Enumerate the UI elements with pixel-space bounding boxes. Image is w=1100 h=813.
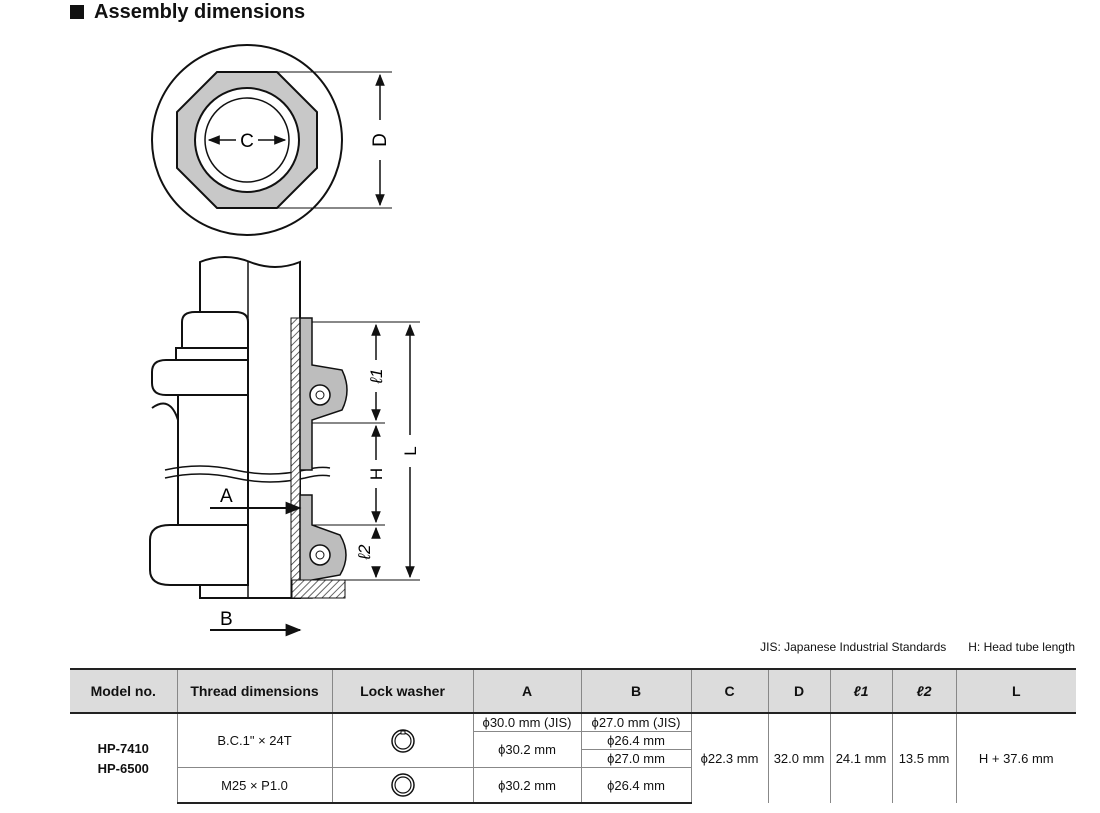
fork-crown — [291, 579, 346, 599]
footnotes: JIS: Japanese Industrial Standards H: He… — [760, 640, 1075, 654]
c-value: ϕ22.3 mm — [690, 712, 768, 803]
label-l: L — [401, 446, 420, 455]
washer-cell-1 — [331, 712, 473, 768]
label-l2: ℓ2 — [355, 544, 374, 560]
top-cup-curve — [151, 402, 179, 421]
b-metric: ϕ26.4 mm — [580, 767, 691, 804]
upper-ball-bearing — [309, 384, 331, 406]
header-model: Model no. — [70, 668, 177, 714]
a-std: ϕ30.2 mm — [472, 731, 581, 768]
footnote-jis: JIS: Japanese Industrial Standards — [760, 640, 947, 654]
header-l1: ℓ1 — [829, 668, 892, 714]
side-view — [149, 256, 348, 599]
d-value: 32.0 mm — [767, 712, 830, 803]
b-option-2: ϕ27.0 mm — [580, 749, 691, 768]
section-hatch — [290, 317, 301, 599]
top-cup — [151, 359, 249, 396]
header-l2: ℓ2 — [891, 668, 956, 714]
header-l: L — [955, 668, 1076, 714]
l-value: H + 37.6 mm — [955, 712, 1076, 803]
label-a: A — [220, 486, 233, 507]
a-jis: ϕ30.0 mm (JIS) — [472, 712, 581, 732]
bullet-square-icon — [70, 5, 84, 19]
l2-value: 13.5 mm — [891, 712, 956, 803]
table-row: M25 × P1.0 ϕ30.2 mm ϕ26.4 mm — [70, 767, 1076, 804]
bottom-cup — [149, 524, 249, 586]
break-line-upper — [164, 465, 331, 475]
b-option-1: ϕ26.4 mm — [580, 731, 691, 750]
header-lock-washer: Lock washer — [331, 668, 473, 714]
table-row: HP-7410 HP-6500 B.C.1" × 24T ϕ30.0 mm (J… — [70, 712, 1076, 803]
washer-cell-2 — [331, 767, 473, 804]
top-bore — [204, 97, 290, 183]
model-hp7410: HP-7410 — [97, 740, 149, 756]
footnote-h: H: Head tube length — [968, 640, 1075, 654]
side-dimensions: ℓ1 H ℓ2 L A B — [210, 321, 420, 637]
model-hp6500: HP-6500 — [97, 760, 149, 776]
table-header-row: Model no. Thread dimensions Lock washer … — [70, 668, 1076, 714]
table-row: ϕ27.0 mm — [70, 749, 1076, 768]
top-view: C D — [151, 44, 392, 236]
locknut — [181, 311, 249, 349]
label-d: D — [370, 133, 391, 147]
section-title-text: Assembly dimensions — [94, 0, 306, 23]
table-row: ϕ30.2 mm ϕ26.4 mm — [70, 731, 1076, 768]
head-tube — [177, 394, 249, 526]
label-b: B — [220, 609, 233, 630]
tabbed-lock-washer-icon — [390, 728, 415, 753]
model-cell: HP-7410 HP-6500 — [70, 712, 177, 803]
plain-lock-washer-icon — [390, 773, 415, 797]
header-thread: Thread dimensions — [176, 668, 332, 714]
break-line-lower — [164, 473, 331, 483]
lower-ball-bearing — [309, 544, 331, 566]
label-c: C — [240, 131, 254, 152]
section-title: Assembly dimensions — [70, 0, 305, 24]
header-d: D — [767, 668, 830, 714]
thread-metric: M25 × P1.0 — [176, 767, 332, 804]
label-l1: ℓ1 — [367, 369, 386, 385]
header-c: C — [690, 668, 768, 714]
label-h: H — [367, 468, 386, 480]
l1-value: 24.1 mm — [829, 712, 892, 803]
lock-washer — [175, 347, 249, 361]
header-b: B — [580, 668, 691, 714]
upper-ball-center — [315, 390, 325, 400]
b-jis: ϕ27.0 mm (JIS) — [580, 712, 691, 732]
header-a: A — [472, 668, 581, 714]
dimensions-table: Model no. Thread dimensions Lock washer … — [70, 668, 1076, 804]
lower-ball-center — [315, 550, 325, 560]
a-metric: ϕ30.2 mm — [472, 767, 581, 804]
assembly-diagram: C D — [149, 44, 420, 637]
thread-bc: B.C.1" × 24T — [176, 712, 332, 768]
